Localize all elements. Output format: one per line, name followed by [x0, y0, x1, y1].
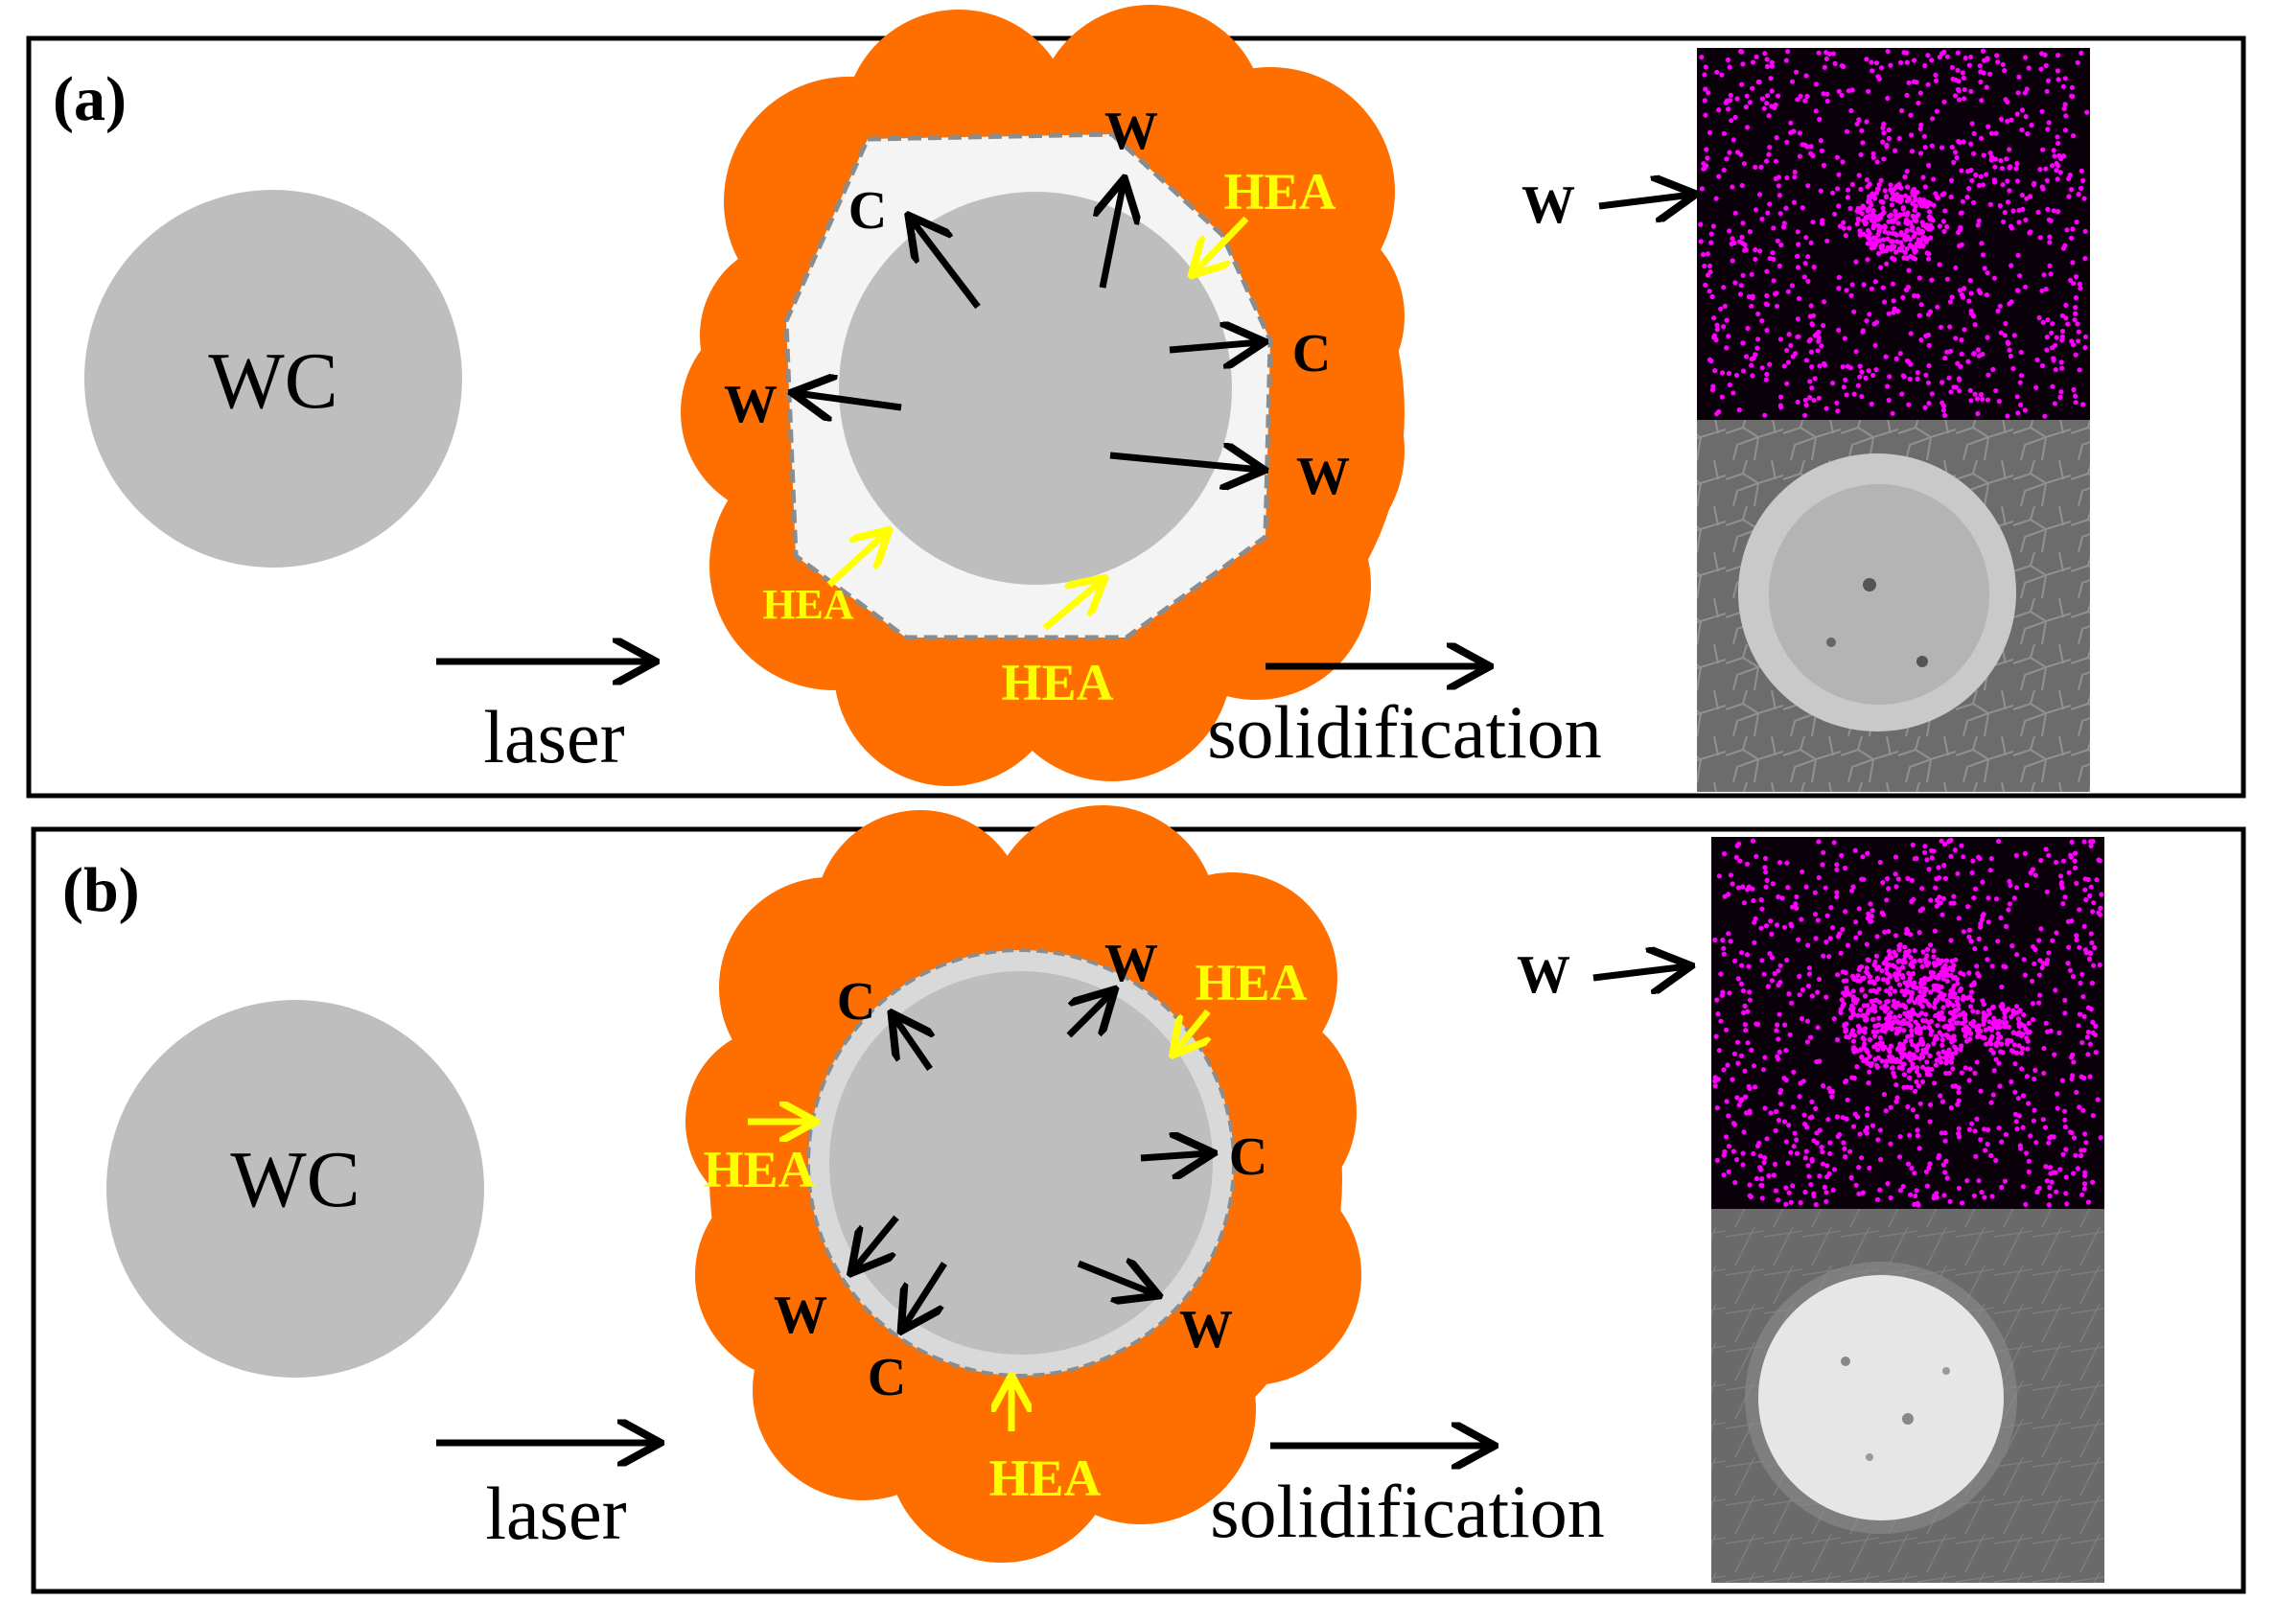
diffusion-arrows: [853, 992, 1210, 1328]
element-label-c: C: [837, 972, 875, 1032]
laser-label: laser: [483, 695, 624, 778]
element-label-w: W: [724, 375, 778, 434]
element-label-w: W: [1179, 1300, 1233, 1359]
eds-map-element-label: W: [1517, 945, 1570, 1005]
element-label-c: C: [1229, 1127, 1267, 1187]
wc-label: WC: [208, 336, 337, 426]
eds-w-map-dots: [1698, 48, 2090, 419]
sem-micrograph: [1711, 1209, 2104, 1583]
wc-core: [829, 971, 1213, 1355]
element-label-w: W: [1104, 102, 1158, 161]
hea-label: HEA: [988, 1450, 1101, 1507]
hea-label: HEA: [1195, 954, 1307, 1011]
solidification-label: solidification: [1207, 690, 1602, 774]
laser-label: laser: [485, 1472, 626, 1555]
wc-label: WC: [230, 1135, 360, 1224]
diffusion-arrows: [796, 182, 1261, 470]
element-label-c: C: [1292, 324, 1331, 383]
wc-particle: [84, 190, 462, 568]
eds-map-pointer-arrow: [1592, 966, 1687, 978]
element-label-w: W: [1296, 447, 1350, 506]
hea-label: HEA: [1223, 163, 1335, 220]
hea-arrows: [748, 1009, 1208, 1431]
panel-a: (a) WC laser: [26, 5, 2246, 799]
eds-w-map-dots: [1712, 837, 2104, 1208]
eds-map-pointer-arrow: [1598, 195, 1692, 206]
solidification-label: solidification: [1210, 1470, 1605, 1553]
panel-b-label: (b): [62, 855, 140, 925]
hea-label: HEA: [703, 1141, 815, 1198]
panel-a-label: (a): [53, 64, 127, 134]
hea-arrows: [826, 216, 1249, 631]
panel-b: (b) WC laser: [31, 805, 2246, 1594]
eds-w-map: [1711, 837, 2104, 1209]
wc-core: [839, 192, 1232, 585]
element-label-c: C: [848, 181, 887, 241]
sem-micrograph: [1697, 420, 2090, 792]
wc-particle: [106, 1000, 484, 1378]
eds-w-map: [1697, 48, 2090, 420]
hea-label: HEA: [762, 581, 854, 628]
element-label-c: C: [868, 1348, 906, 1407]
hea-label: HEA: [1001, 654, 1113, 711]
element-label-w: W: [774, 1286, 827, 1345]
element-label-w: W: [1104, 934, 1158, 993]
eds-map-element-label: W: [1521, 175, 1575, 235]
